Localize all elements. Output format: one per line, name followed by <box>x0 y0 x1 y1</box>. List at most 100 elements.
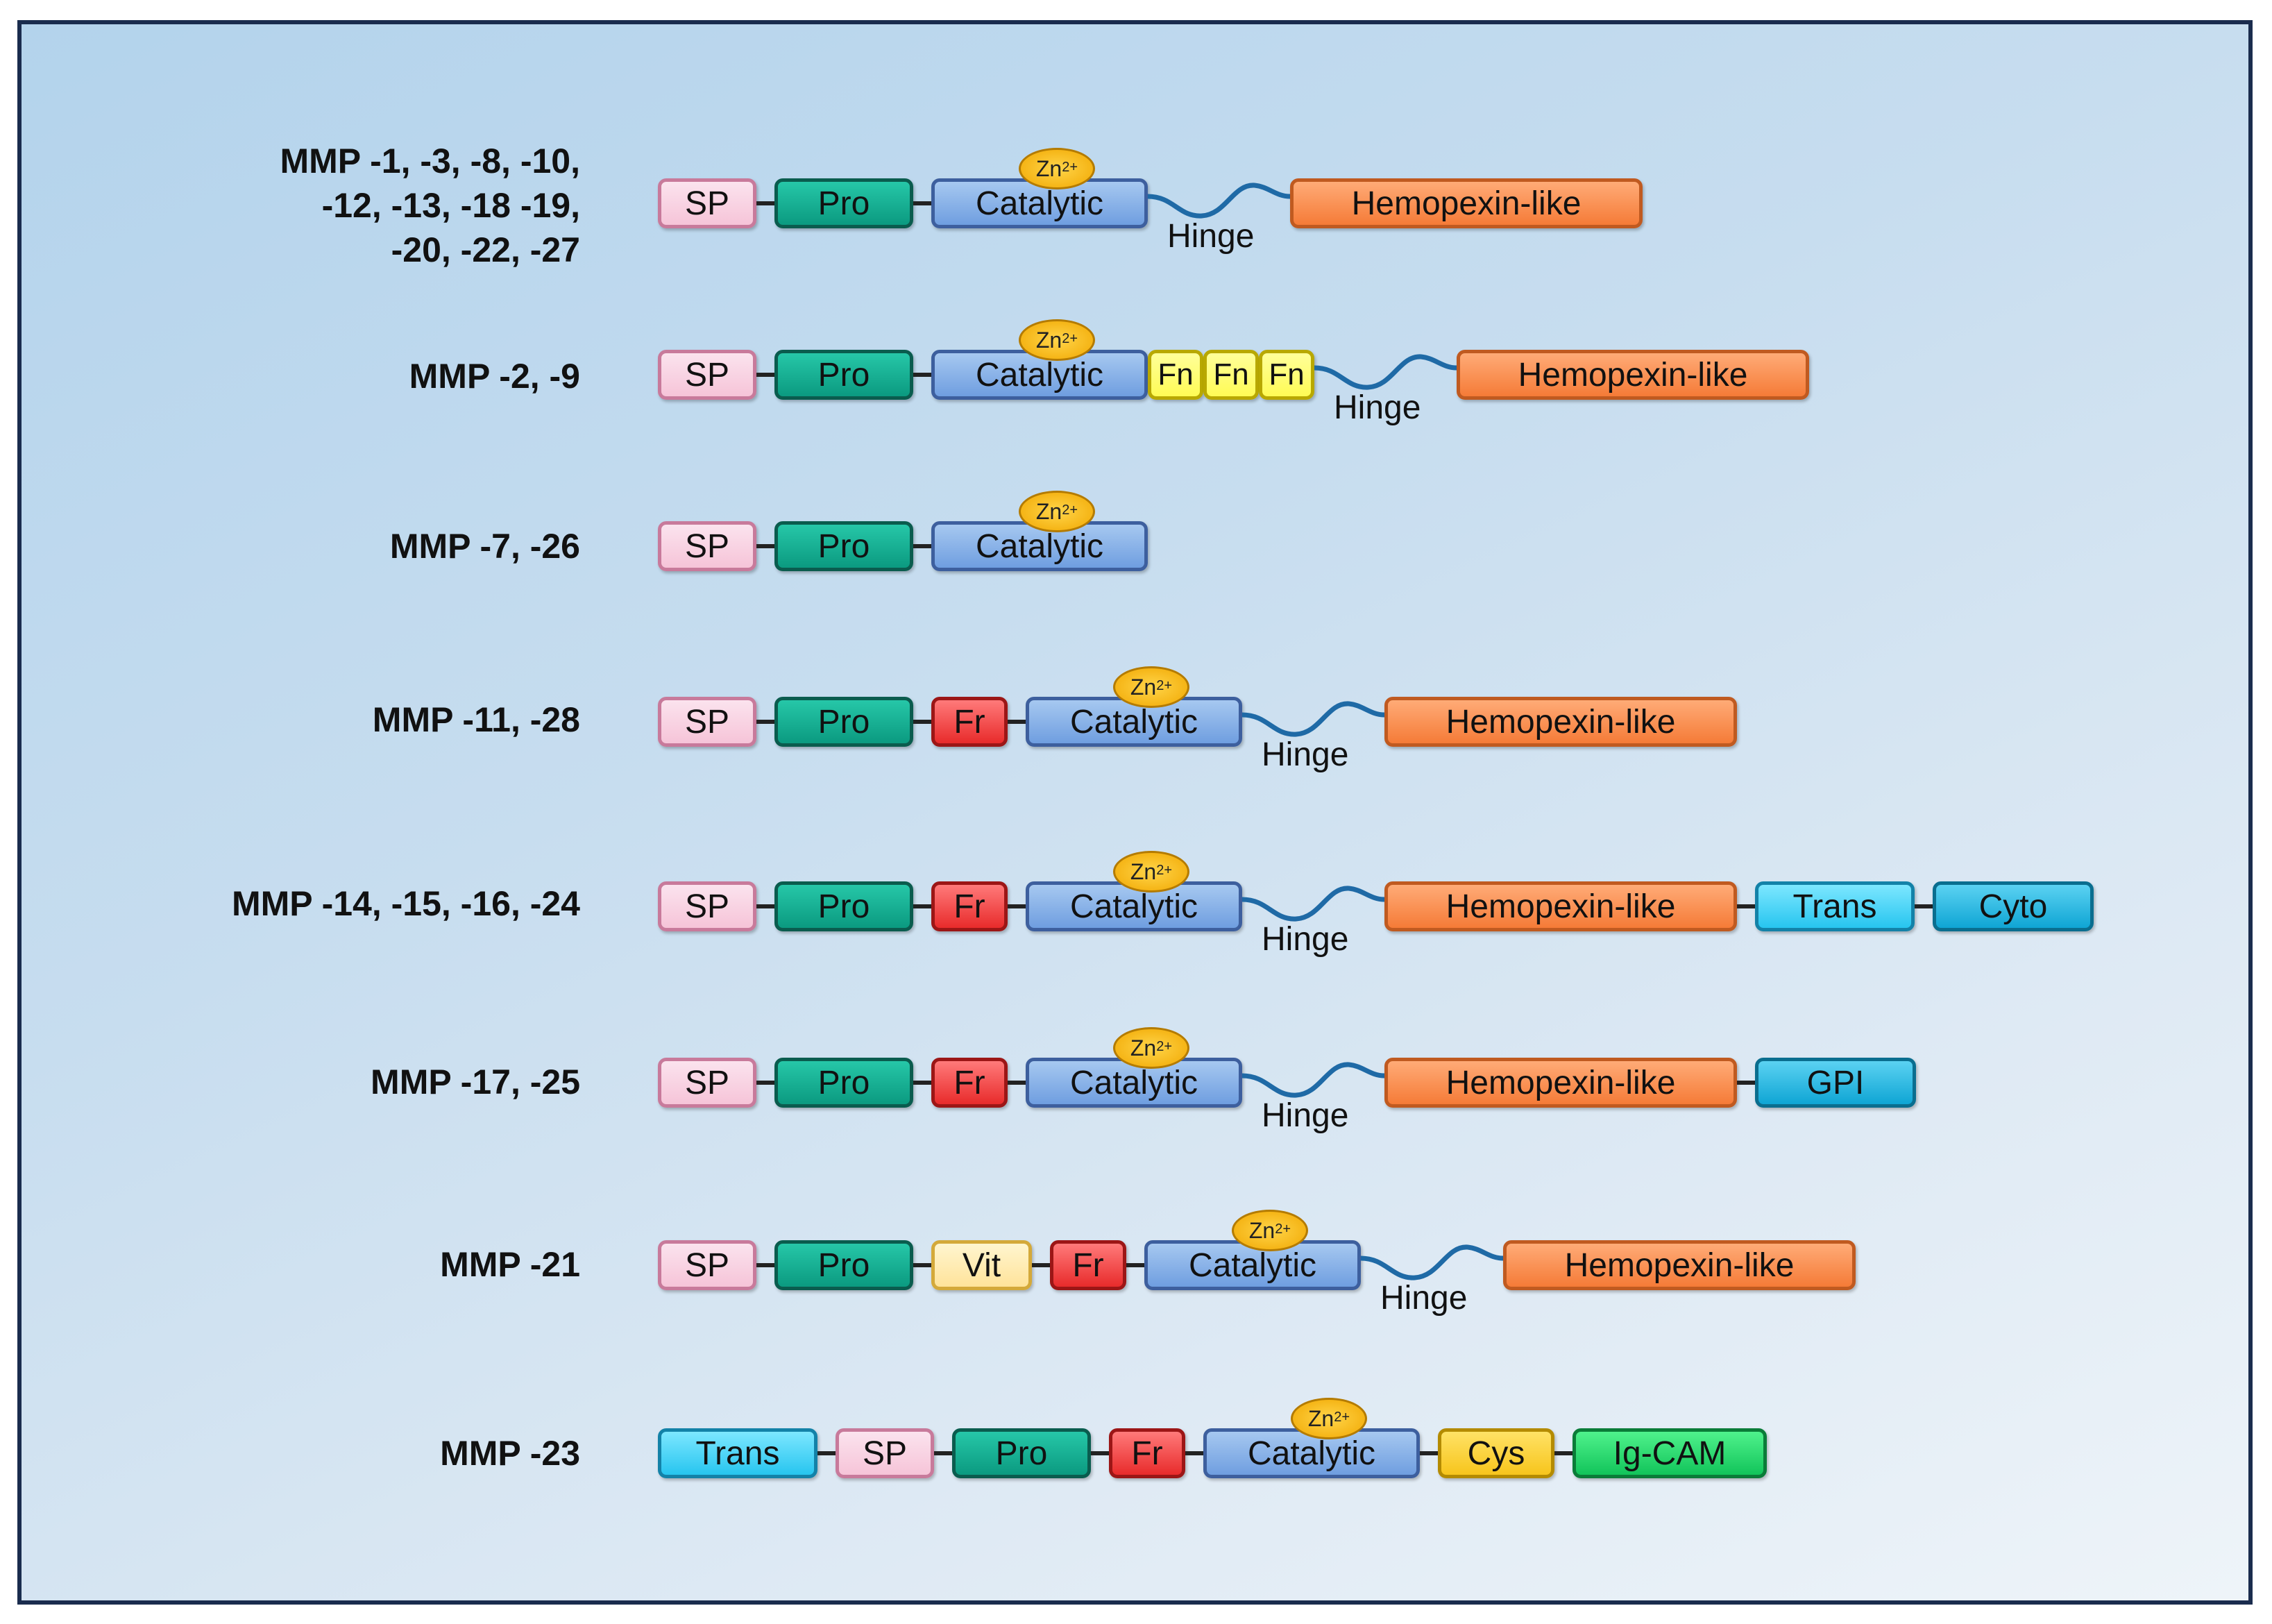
hinge-label: Hinge <box>1334 389 1421 426</box>
domain-connector <box>913 904 931 908</box>
trans-domain: Trans <box>1755 881 1915 931</box>
domain-connector <box>913 373 931 377</box>
hemopexin-like-domain: Hemopexin-like <box>1384 697 1737 747</box>
hemopexin-like-domain: Hemopexin-like <box>1457 350 1809 400</box>
zinc-charge: 2+ <box>1156 862 1173 878</box>
hinge-label: Hinge <box>1167 218 1255 255</box>
hinge-linker <box>1314 354 1457 390</box>
row-label: MMP -11, -28 <box>372 700 580 739</box>
hemopexin-like-domain: Hemopexin-like <box>1384 881 1737 931</box>
zinc-charge: 2+ <box>1062 330 1078 346</box>
domain-connector <box>913 1263 931 1267</box>
zinc-charge: 2+ <box>1334 1409 1350 1425</box>
domain-connector <box>756 1081 774 1085</box>
hinge-linker <box>1242 1062 1384 1098</box>
hinge-linker <box>1361 1244 1503 1280</box>
domain-connector <box>756 373 774 377</box>
sp-domain: SP <box>658 1058 756 1108</box>
hinge-linker <box>1148 183 1290 219</box>
pro-domain: Pro <box>774 350 913 400</box>
cys-domain: Cys <box>1438 1428 1554 1478</box>
zinc-label: Zn <box>1035 327 1062 353</box>
hemopexin-like-domain: Hemopexin-like <box>1290 178 1643 228</box>
sp-domain: SP <box>658 178 756 228</box>
domain-connector <box>1737 1081 1755 1085</box>
sp-domain: SP <box>658 881 756 931</box>
domain-connector <box>756 201 774 205</box>
ig-cam-domain: Ig-CAM <box>1572 1428 1767 1478</box>
row-label: MMP -1, -3, -8, -10, -12, -13, -18 -19, … <box>280 142 580 269</box>
zinc-label: Zn <box>1035 155 1062 181</box>
sp-domain: SP <box>658 1240 756 1290</box>
row-label: MMP -14, -15, -16, -24 <box>231 884 580 923</box>
zinc-label: Zn <box>1130 1035 1157 1060</box>
domain-connector <box>1008 904 1026 908</box>
fr-domain: Fr <box>931 697 1008 747</box>
zinc-label: Zn <box>1130 674 1157 700</box>
pro-domain: Pro <box>774 881 913 931</box>
pro-domain: Pro <box>774 521 913 571</box>
pro-domain: Pro <box>952 1428 1091 1478</box>
zinc-label: Zn <box>1035 498 1062 524</box>
domain-connector <box>934 1451 952 1455</box>
fr-domain: Fr <box>931 881 1008 931</box>
zinc-label: Zn <box>1248 1217 1275 1243</box>
pro-domain: Pro <box>774 178 913 228</box>
domain-connector <box>913 1081 931 1085</box>
trans-domain: Trans <box>658 1428 817 1478</box>
diagram-frame: MMP -1, -3, -8, -10, -12, -13, -18 -19, … <box>17 20 2253 1605</box>
catalytic-domain: Catalytic <box>1203 1428 1420 1478</box>
sp-domain: SP <box>658 697 756 747</box>
zinc-label: Zn <box>1307 1405 1334 1431</box>
hinge-label: Hinge <box>1262 736 1349 773</box>
domain-connector <box>1091 1451 1109 1455</box>
fr-domain: Fr <box>1109 1428 1185 1478</box>
zinc-charge: 2+ <box>1156 677 1173 693</box>
zinc-charge: 2+ <box>1156 1038 1173 1054</box>
domain-connector <box>913 544 931 548</box>
domain-connector <box>1420 1451 1438 1455</box>
row-label: MMP -23 <box>440 1434 580 1473</box>
domain-connector <box>1915 904 1933 908</box>
sp-domain: SP <box>658 521 756 571</box>
zinc-charge: 2+ <box>1062 159 1078 175</box>
row-label: MMP -21 <box>440 1245 580 1284</box>
gpi-domain: GPI <box>1755 1058 1916 1108</box>
pro-domain: Pro <box>774 1058 913 1108</box>
zinc-charge: 2+ <box>1275 1221 1291 1237</box>
catalytic-domain: Catalytic <box>931 521 1148 571</box>
pro-domain: Pro <box>774 1240 913 1290</box>
domain-connector <box>817 1451 836 1455</box>
domain-connector <box>1737 904 1755 908</box>
row-label: MMP -17, -25 <box>371 1063 580 1101</box>
domain-connector <box>1008 1081 1026 1085</box>
domain-connector <box>1554 1451 1572 1455</box>
hemopexin-like-domain: Hemopexin-like <box>1384 1058 1737 1108</box>
catalytic-domain: Catalytic <box>931 178 1148 228</box>
pro-domain: Pro <box>774 697 913 747</box>
sp-domain: SP <box>658 350 756 400</box>
hinge-label: Hinge <box>1262 1097 1349 1134</box>
fn-domain: Fn <box>1148 350 1203 400</box>
hinge-linker <box>1242 886 1384 922</box>
domain-connector <box>1032 1263 1050 1267</box>
fn-domain: Fn <box>1259 350 1314 400</box>
hemopexin-like-domain: Hemopexin-like <box>1503 1240 1856 1290</box>
domain-connector <box>756 1263 774 1267</box>
hinge-linker <box>1242 701 1384 737</box>
domain-connector <box>1126 1263 1144 1267</box>
domain-connector <box>1185 1451 1203 1455</box>
row-label: MMP -2, -9 <box>409 357 580 396</box>
sp-domain: SP <box>836 1428 934 1478</box>
row-label: MMP -7, -26 <box>389 527 580 566</box>
cyto-domain: Cyto <box>1933 881 2094 931</box>
hinge-label: Hinge <box>1262 921 1349 958</box>
vit-domain: Vit <box>931 1240 1032 1290</box>
